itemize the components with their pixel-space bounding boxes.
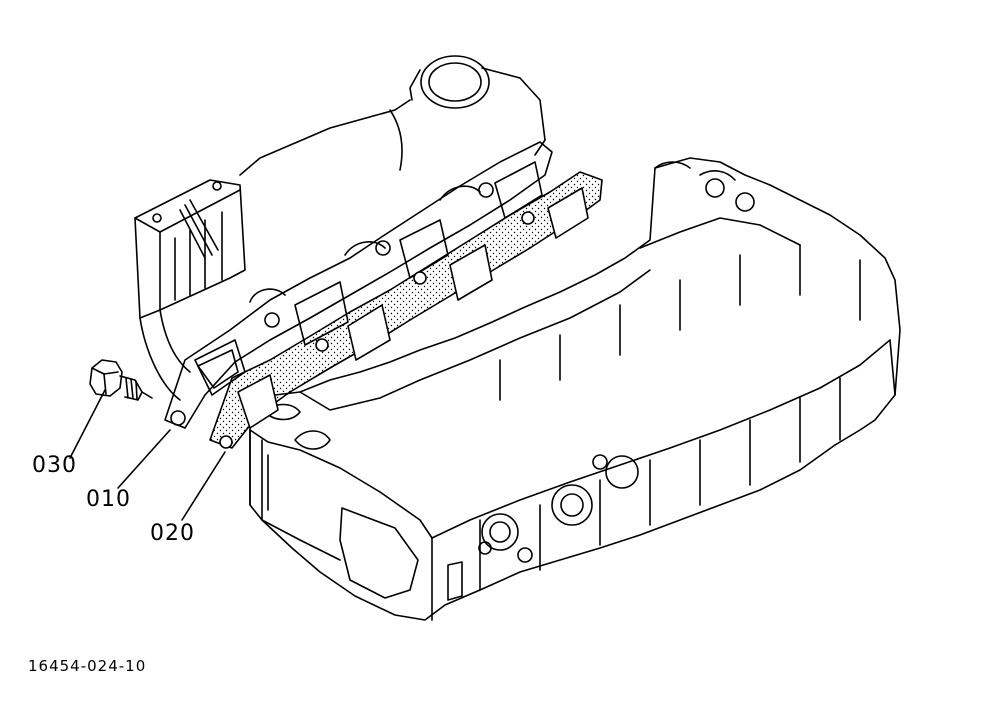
leader-020 [181, 451, 226, 521]
leader-030 [69, 389, 106, 459]
cylinder-head [249, 157, 901, 621]
leader-010 [117, 429, 171, 489]
drawing-reference-code: 16454-024-10 [28, 657, 147, 675]
callout-030: 030 [32, 453, 77, 478]
manifold [134, 55, 553, 429]
gasket [209, 171, 603, 449]
callout-010: 010 [86, 487, 131, 512]
callout-020: 020 [150, 521, 195, 546]
bolt [89, 359, 153, 401]
